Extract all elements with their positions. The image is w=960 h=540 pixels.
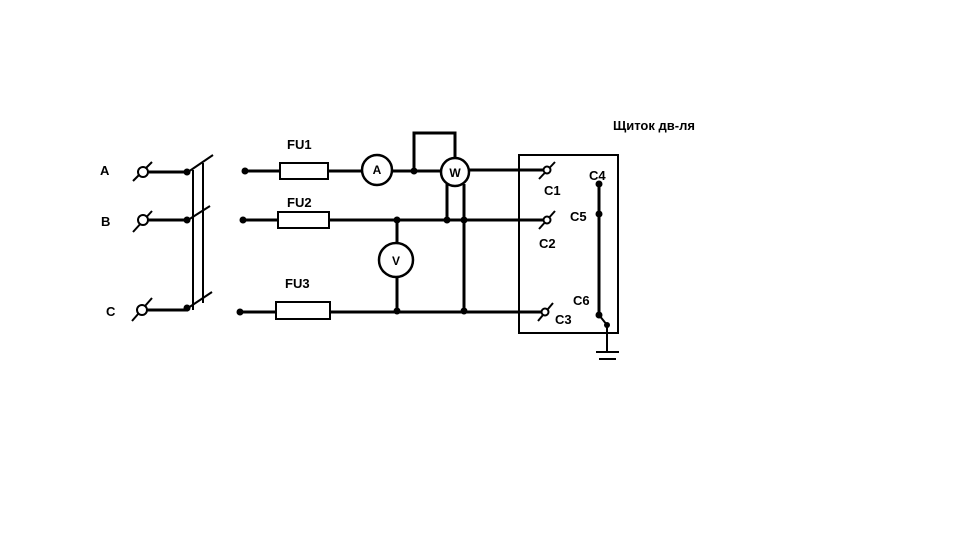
motor-panel xyxy=(518,154,619,334)
fuse-fu3 xyxy=(275,301,331,320)
junction-b3 xyxy=(460,216,468,224)
phase-a-label: A xyxy=(100,163,110,178)
phase-c-label: C xyxy=(106,304,116,319)
motor-panel-title: Щиток дв-ля xyxy=(613,118,695,133)
terminal-c4 xyxy=(595,180,603,188)
fuse-fu1 xyxy=(279,162,329,180)
terminal-c4-label: C4 xyxy=(589,168,606,183)
junction-b2 xyxy=(443,216,451,224)
phase-b-label: B xyxy=(101,214,110,229)
wattmeter-label: W xyxy=(449,166,461,180)
terminal-c2 xyxy=(538,210,556,230)
voltmeter-label: V xyxy=(392,254,400,268)
wattmeter xyxy=(439,156,471,188)
ammeter-label: A xyxy=(373,163,382,177)
terminal-c3 xyxy=(537,302,554,322)
junction-c1 xyxy=(393,307,401,315)
fuse-fu1-label: FU1 xyxy=(287,137,312,152)
fuse-fu2-label: FU2 xyxy=(287,195,312,210)
terminal-c2-label: C2 xyxy=(539,236,556,251)
junction-c2 xyxy=(460,307,468,315)
terminal-c5 xyxy=(595,210,603,218)
terminal-c1 xyxy=(538,161,556,180)
wattmeter-loop-wire xyxy=(412,131,457,171)
terminal-c5-label: C5 xyxy=(570,209,587,224)
input-terminal-b xyxy=(132,210,153,233)
ground-icon xyxy=(596,314,619,360)
three-pole-switch xyxy=(183,154,214,312)
fuse-fu2 xyxy=(277,211,330,229)
fuse-fu3-label: FU3 xyxy=(285,276,310,291)
terminal-c1-label: C1 xyxy=(544,183,561,198)
terminal-c6-label: C6 xyxy=(573,293,590,308)
terminal-c3-label: C3 xyxy=(555,312,572,327)
